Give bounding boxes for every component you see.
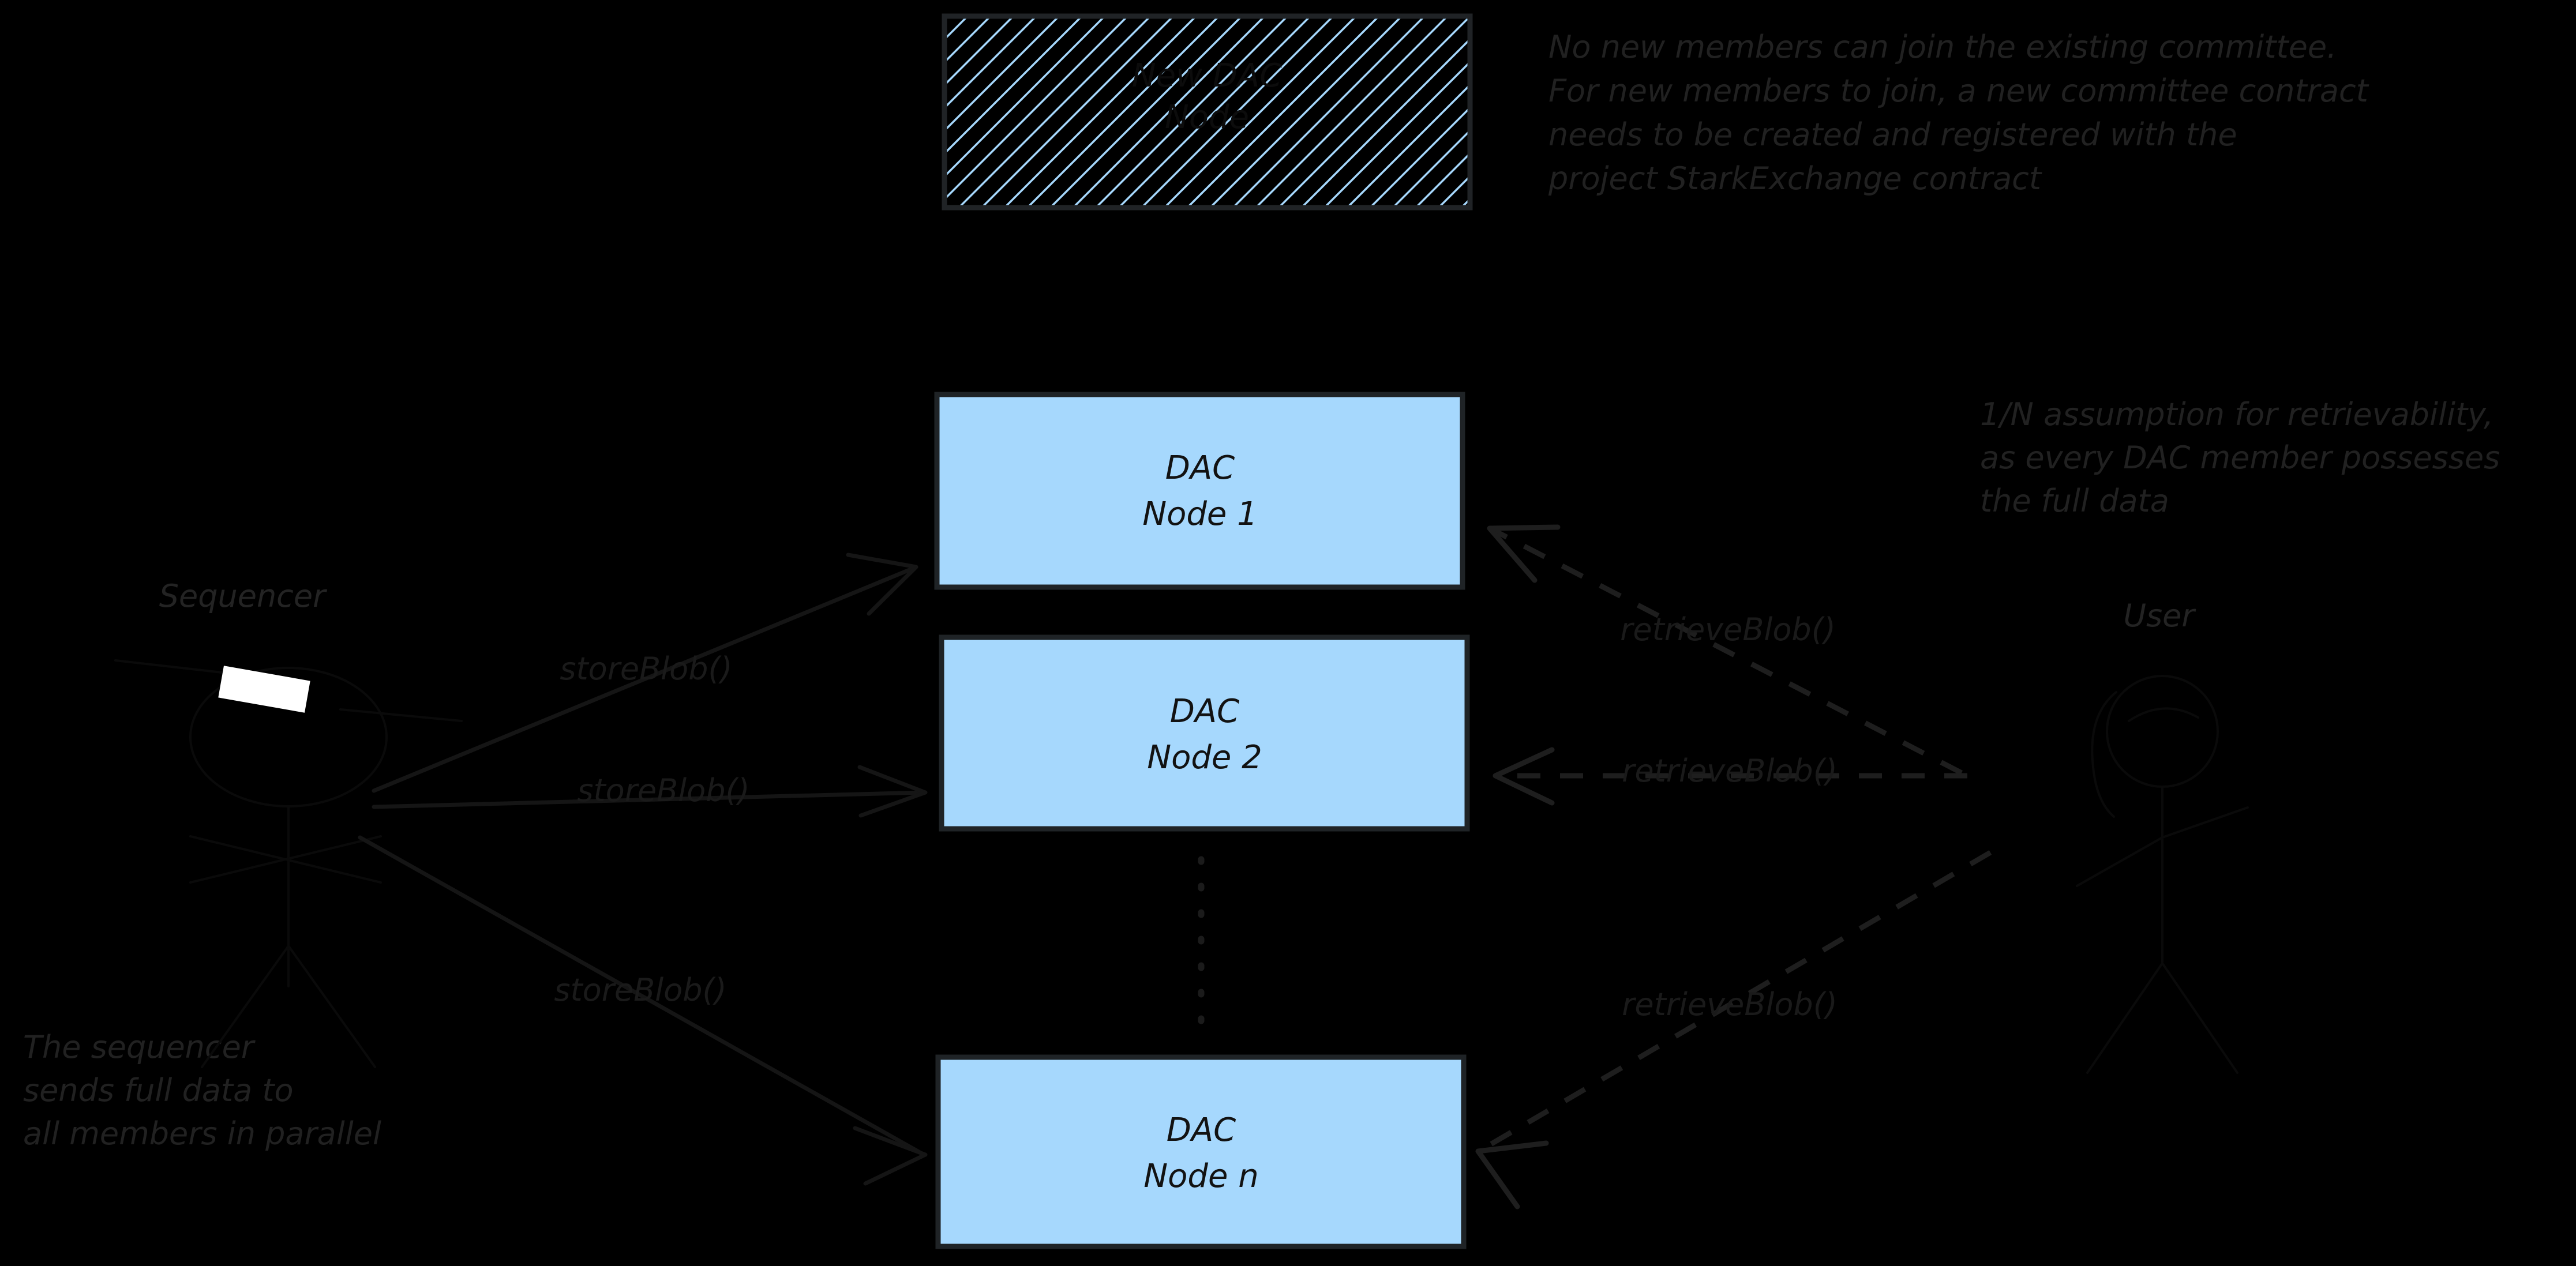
sequencer-stick-figure-icon bbox=[114, 659, 463, 1068]
new-dac-node-box[interactable]: New DAC Node bbox=[942, 13, 1473, 211]
edge-retrieve-node-1-label: retrieveBlob() bbox=[1620, 611, 1836, 648]
edge-retrieve-node-2-label: retrieveBlob() bbox=[1622, 753, 1838, 789]
note-retrievability-line-1: 1/N assumption for retrievability, bbox=[1980, 396, 2493, 433]
note-sequencer-line-2: sends full data to bbox=[23, 1072, 294, 1109]
edge-retrieve-node-n-label: retrieveBlob() bbox=[1622, 986, 1838, 1023]
note-committee-line-1: No new members can join the existing com… bbox=[1548, 29, 2337, 65]
dac-node-2-title: DAC bbox=[1170, 693, 1240, 730]
note-sequencer-line-3: all members in parallel bbox=[23, 1115, 381, 1152]
new-dac-node-subtitle: Node bbox=[1165, 99, 1249, 136]
dac-node-n-subtitle: Node n bbox=[1143, 1158, 1258, 1195]
edge-retrieve-node-2[interactable]: retrieveBlob() bbox=[1493, 747, 1967, 806]
user-actor[interactable]: User bbox=[2076, 598, 2249, 1074]
dac-node-n-box[interactable]: DAC Node n bbox=[935, 1054, 1467, 1249]
edge-retrieve-node-n[interactable]: retrieveBlob() bbox=[1475, 850, 1992, 1209]
edge-store-node-2-label: storeBlob() bbox=[577, 772, 749, 809]
note-committee-line-4: project StarkExchange contract bbox=[1548, 160, 2042, 197]
edge-retrieve-node-1[interactable]: retrieveBlob() bbox=[1487, 524, 1963, 775]
note-retrievability-line-3: the full data bbox=[1980, 483, 2169, 519]
dac-node-1-title: DAC bbox=[1165, 449, 1235, 487]
edge-store-node-n[interactable]: storeBlob() bbox=[358, 835, 928, 1186]
note-committee-line-3: needs to be created and registered with … bbox=[1548, 117, 2237, 153]
dac-node-1-box[interactable]: DAC Node 1 bbox=[934, 392, 1465, 590]
user-label: User bbox=[2123, 598, 2196, 634]
dac-node-2-subtitle: Node 2 bbox=[1147, 739, 1262, 776]
note-sequencer: The sequencer sends full data to all mem… bbox=[23, 1029, 381, 1152]
sequencer-label: Sequencer bbox=[159, 578, 327, 614]
dac-node-n-title: DAC bbox=[1167, 1111, 1236, 1149]
sequencer-actor[interactable]: Sequencer bbox=[114, 578, 463, 1068]
new-dac-node-title: New DAC bbox=[1132, 57, 1282, 95]
dac-node-2-box[interactable]: DAC Node 2 bbox=[939, 634, 1470, 832]
sequencer-highlight-card bbox=[218, 666, 310, 713]
user-stick-figure-icon bbox=[2076, 675, 2249, 1074]
note-sequencer-line-1: The sequencer bbox=[23, 1029, 256, 1065]
edge-store-node-n-label: storeBlob() bbox=[554, 972, 726, 1008]
note-retrievability: 1/N assumption for retrievability, as ev… bbox=[1980, 396, 2500, 519]
edge-store-node-1[interactable]: storeBlob() bbox=[372, 553, 918, 793]
edge-store-node-2[interactable]: storeBlob() bbox=[372, 765, 928, 818]
note-committee-line-2: For new members to join, a new committee… bbox=[1548, 73, 2369, 109]
note-retrievability-line-2: as every DAC member possesses bbox=[1980, 439, 2500, 476]
dac-node-1-subtitle: Node 1 bbox=[1142, 495, 1258, 533]
note-committee: No new members can join the existing com… bbox=[1548, 29, 2369, 197]
edge-store-node-1-label: storeBlob() bbox=[560, 651, 732, 687]
